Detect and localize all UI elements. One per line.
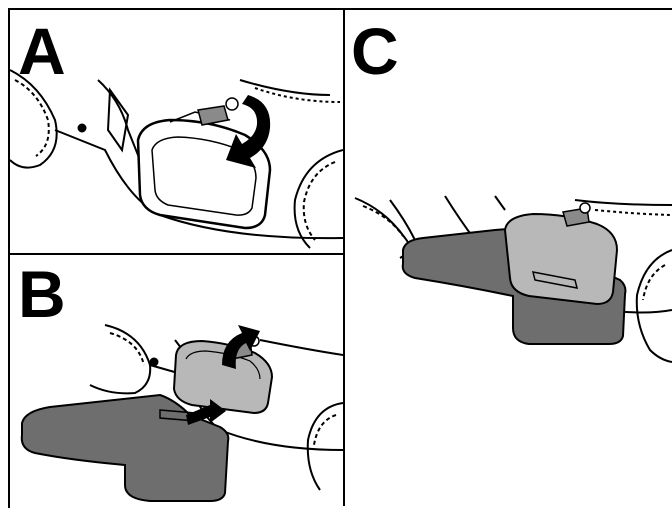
- horizontal-divider: [8, 253, 345, 255]
- curved-up-arrow-icon: [222, 325, 260, 369]
- latch-clip-c: [562, 202, 591, 227]
- front-wheel-b: [306, 402, 343, 491]
- panel-a-illustration: [10, 69, 343, 249]
- rotate-arrow-icon: [226, 95, 271, 168]
- front-wheel-a: [293, 149, 343, 249]
- panel-c-label: C: [351, 14, 399, 88]
- panel-c: C: [345, 10, 672, 506]
- discharge-cover-c: [503, 212, 619, 306]
- rear-wheel-b: [89, 324, 152, 395]
- panel-b: B: [10, 255, 343, 506]
- front-wheel-c: [635, 249, 672, 363]
- panel-b-illustration: [20, 324, 343, 502]
- latch-clip-a: [197, 97, 239, 126]
- discharge-cover-b: [172, 339, 274, 415]
- discharge-cover-a: [136, 111, 272, 230]
- deflector-b: [20, 393, 230, 502]
- push-arrow-icon: [186, 399, 226, 425]
- panel-a: A: [10, 10, 343, 253]
- panel-b-label: B: [18, 257, 66, 331]
- vertical-divider: [343, 8, 345, 506]
- panel-c-illustration: [354, 195, 672, 363]
- panel-a-label: A: [18, 14, 66, 88]
- figure-frame: [8, 8, 672, 508]
- rear-wheel-a: [10, 69, 58, 169]
